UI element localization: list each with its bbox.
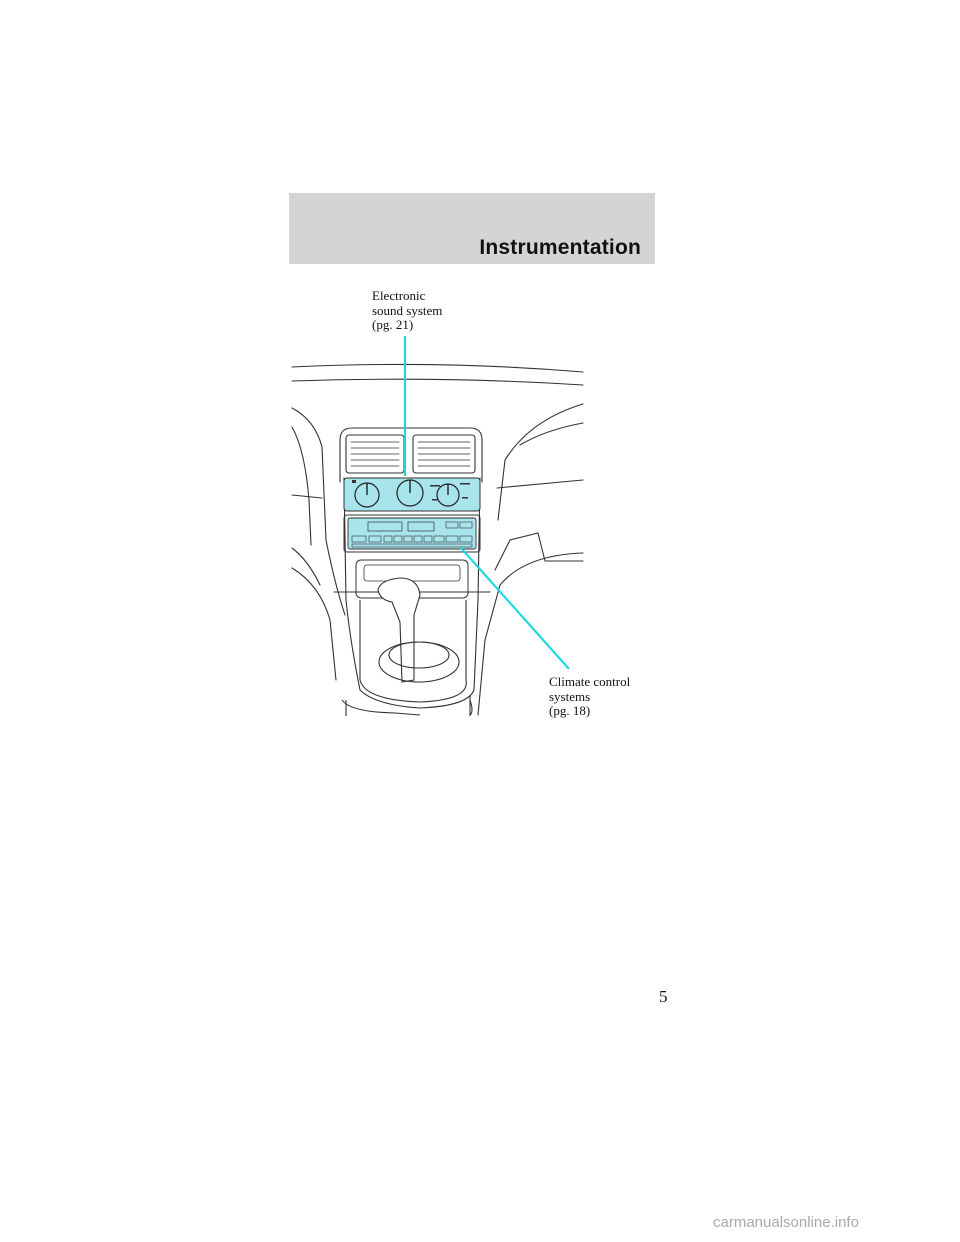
dash-top-edge [291, 363, 584, 373]
callout-climate-control: Climate control systems (pg. 18) [549, 674, 631, 719]
callout-line: Electronic [372, 288, 426, 303]
callout-sound-system: Electronic sound system (pg. 21) [372, 288, 443, 333]
center-stack-outline [339, 427, 483, 483]
watermark: carmanualsonline.info [713, 1214, 859, 1231]
right-air-vent [412, 434, 476, 474]
right-panel-contour [497, 403, 584, 521]
callout-line: Climate control [549, 674, 631, 689]
section-title: Instrumentation [479, 236, 641, 259]
callout-line: (pg. 21) [372, 317, 414, 332]
climate-control-panel [343, 477, 481, 512]
gear-shifter [341, 577, 473, 716]
page-number: 5 [659, 987, 668, 1006]
section-header-band: Instrumentation [289, 193, 655, 264]
callout-line: systems [549, 688, 591, 704]
left-panel-contour [291, 407, 346, 616]
callout-line: sound system [372, 302, 443, 318]
cassette-slot [407, 521, 435, 532]
radio-display [367, 521, 403, 532]
leader-line-climate-control [460, 547, 570, 670]
callout-line: (pg. 18) [549, 703, 591, 718]
sound-system-unit [343, 514, 481, 553]
dash-top-edge-lower [291, 378, 584, 386]
